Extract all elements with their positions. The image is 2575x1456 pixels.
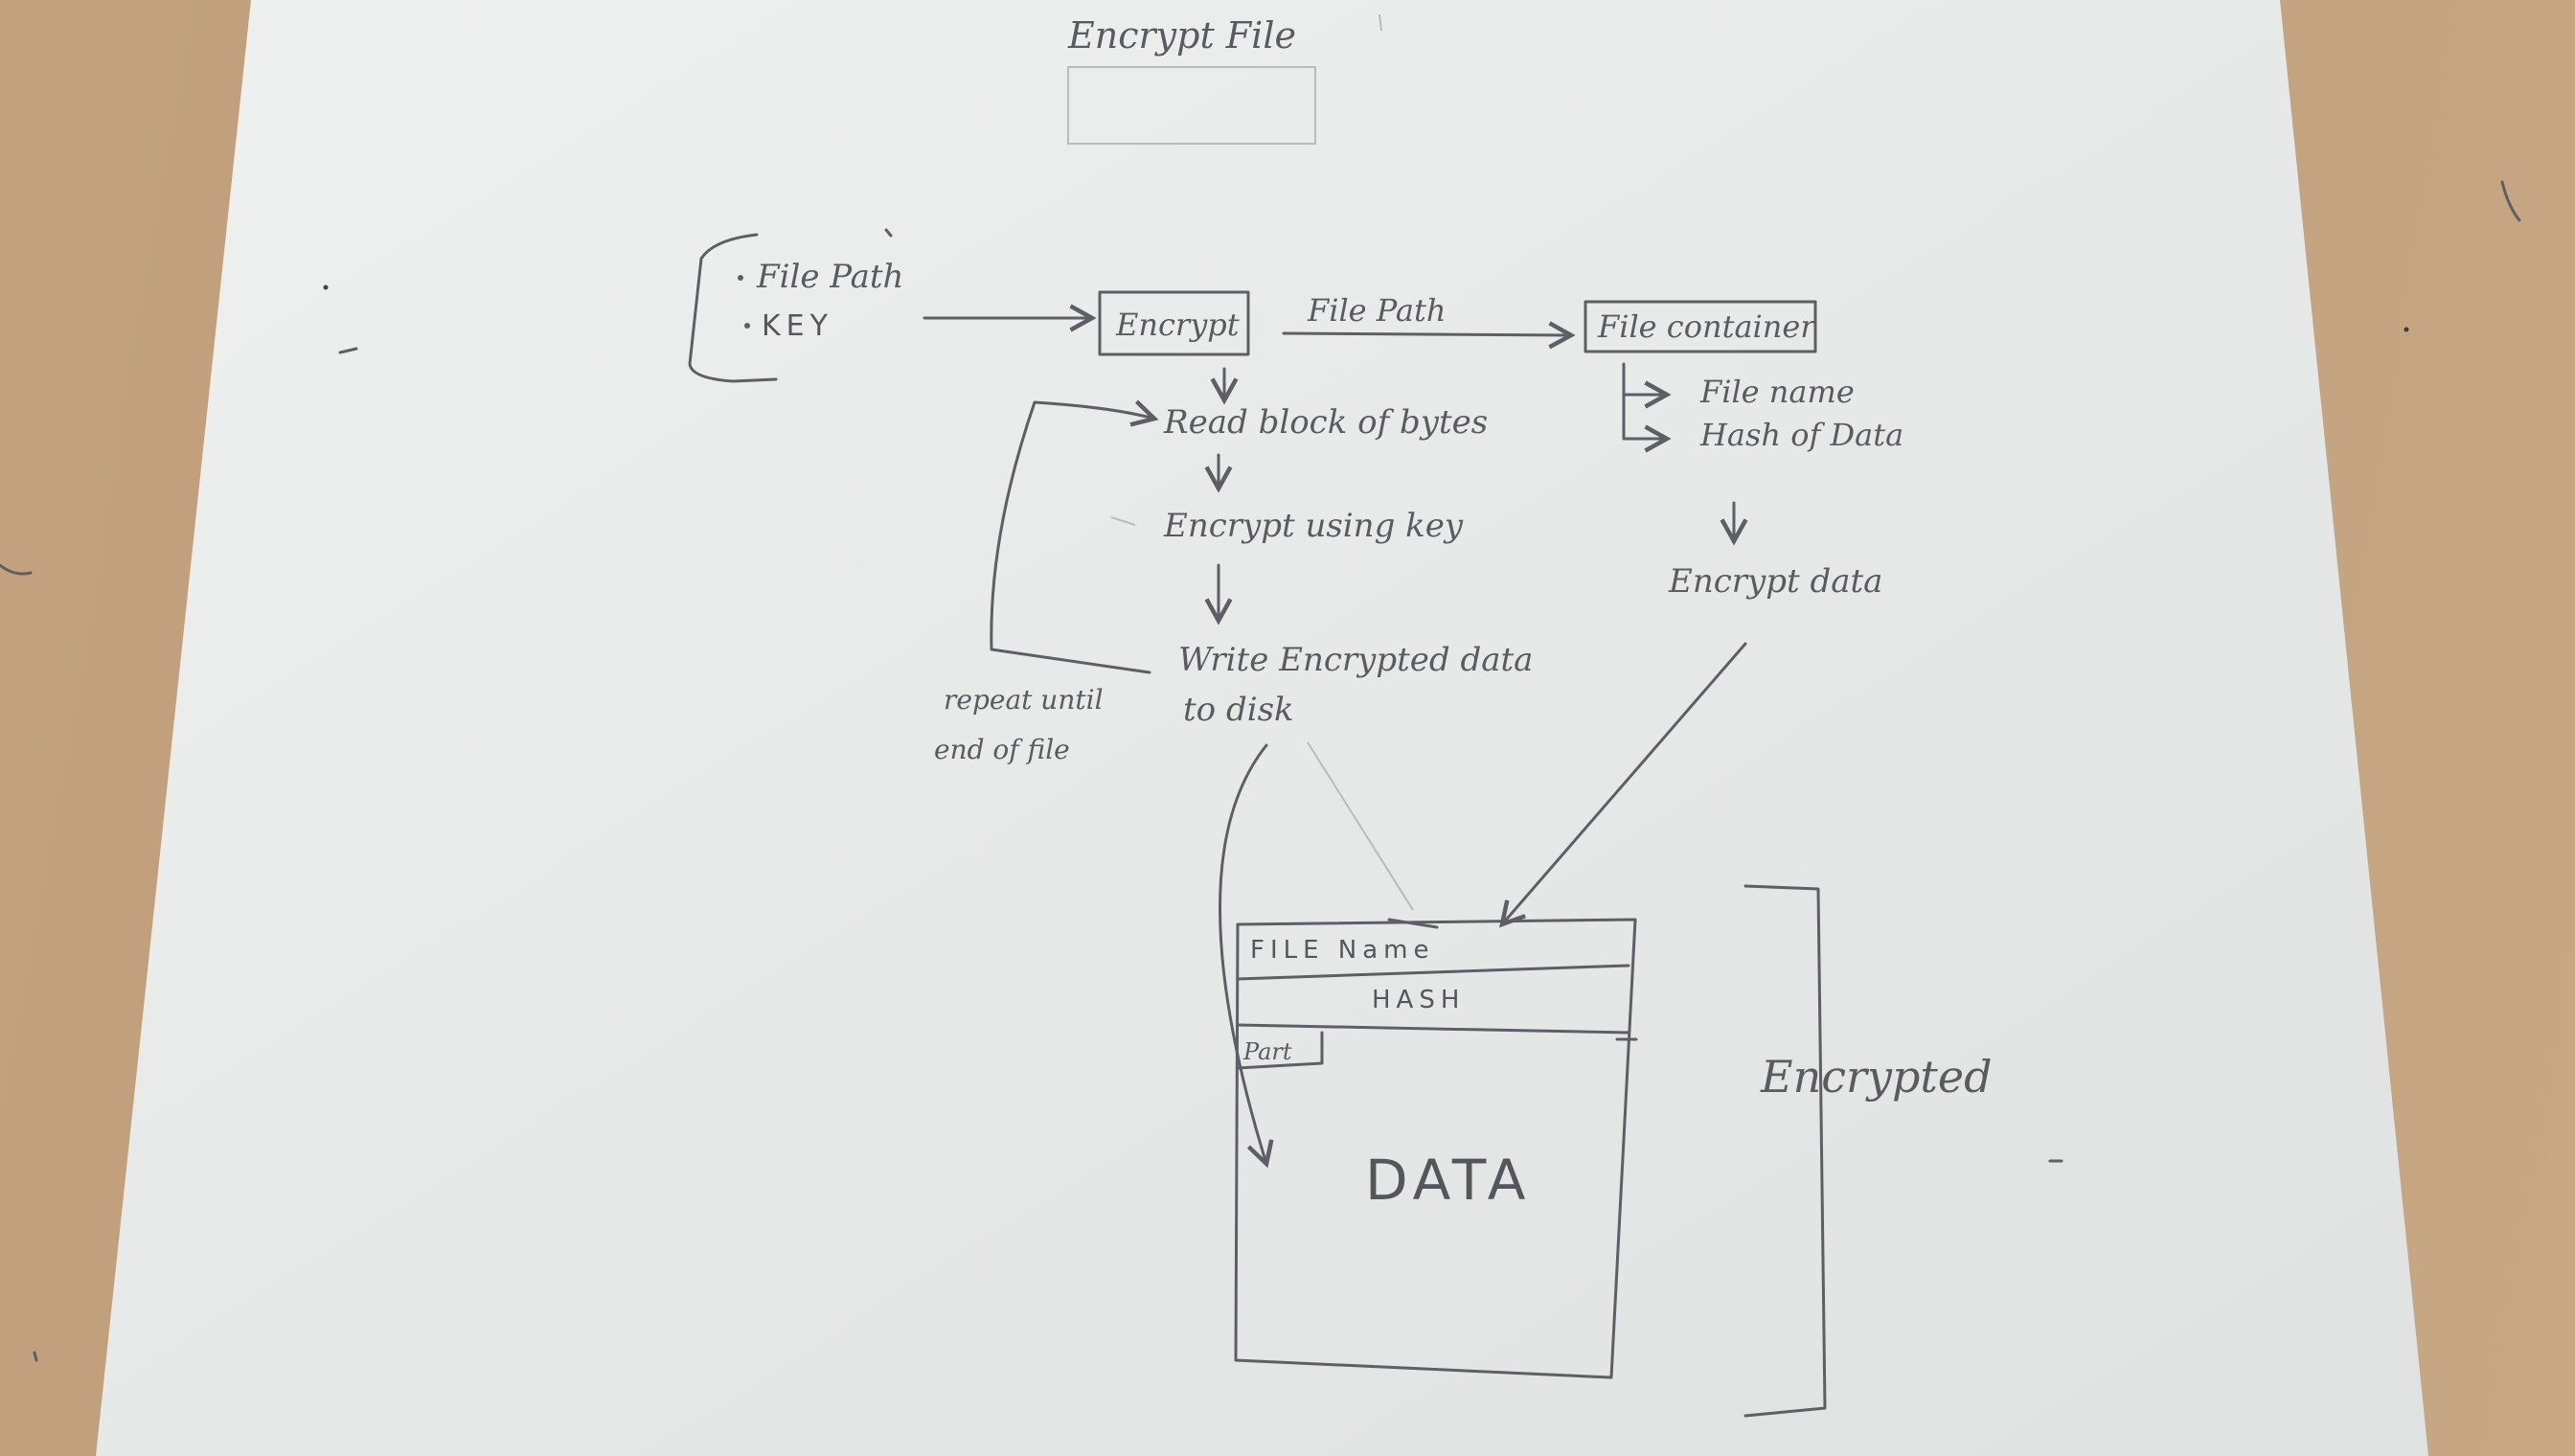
step-write-to-disk: to disk <box>1183 691 1294 729</box>
step-write-encrypted: Write Encrypted data <box>1178 641 1533 679</box>
file-container-box <box>1584 300 1817 353</box>
input-key: KEY <box>762 309 833 343</box>
arrow-encrypt-to-container <box>1282 321 1576 350</box>
step-read-block: Read block of bytes <box>1163 403 1488 442</box>
edge-label-file-path: File Path <box>1307 292 1446 329</box>
container-item-hash: Hash of Data <box>1699 417 1903 453</box>
file-layout-data: DATA <box>1365 1148 1531 1213</box>
repeat-note-line1: repeat until <box>944 684 1104 716</box>
step-encrypt-using-key: Encrypt using key <box>1163 507 1464 545</box>
repeat-loop-arrow <box>990 399 1159 674</box>
paper-sheet <box>96 0 2428 1456</box>
encrypt-data-label: Encrypt data <box>1668 562 1882 601</box>
inputs-bracket <box>688 233 778 383</box>
repeat-note-line2: end of file <box>934 734 1070 765</box>
file-container-label: File container <box>1597 308 1816 345</box>
input-file-path: File Path <box>756 258 903 296</box>
part-box <box>1236 1031 1324 1070</box>
file-layout-part: Part <box>1242 1038 1292 1065</box>
title-faint-box <box>1067 66 1316 145</box>
file-layout-filename: FILE Name <box>1250 936 1435 965</box>
encrypt-box-label: Encrypt <box>1115 307 1240 343</box>
file-layout-box <box>1234 918 1637 1379</box>
encrypt-box <box>1098 290 1250 356</box>
arrow-write-to-data <box>1219 743 1274 1169</box>
file-layout-divider-2 <box>1236 1023 1630 1035</box>
container-item-file-name: File name <box>1699 374 1855 410</box>
arrow-encrypt-data-to-file <box>1498 642 1747 928</box>
encrypted-bracket-label: Encrypted <box>1760 1051 1993 1103</box>
file-layout-divider-1 <box>1236 964 1630 981</box>
diagram-title: Encrypt File <box>1067 14 1296 57</box>
file-layout-hash: HASH <box>1372 986 1465 1014</box>
encrypted-bracket <box>1743 884 1827 1418</box>
